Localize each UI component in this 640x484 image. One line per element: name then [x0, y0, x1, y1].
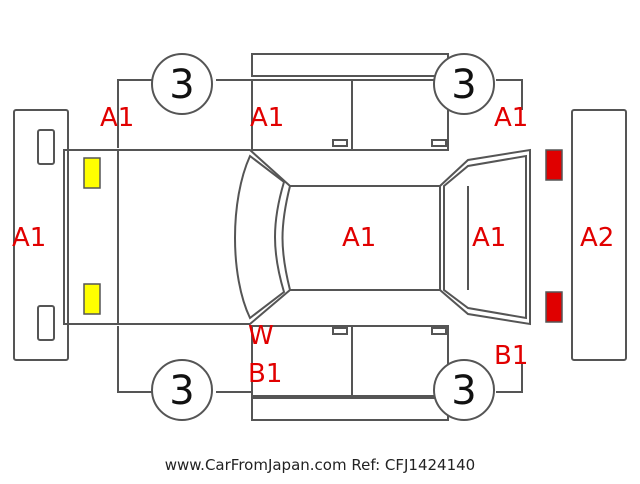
svg-text:3: 3 — [169, 62, 194, 108]
right-headlamp — [83, 283, 101, 315]
top-view-body — [63, 148, 531, 326]
right-side-body — [117, 325, 523, 421]
svg-text:3: 3 — [451, 62, 476, 108]
label-left-front-fender: A1 — [100, 103, 134, 133]
label-roof: A1 — [342, 223, 376, 253]
label-right-rear-pillar: B1 — [494, 341, 528, 371]
label-rear-glass: A1 — [472, 223, 506, 253]
footer-ref: www.CarFromJapan.com Ref: CFJ1424140 — [164, 456, 476, 474]
label-windshield: W — [248, 321, 274, 351]
tire-front-left: 3 — [151, 53, 213, 115]
tire-rear-left: 3 — [433, 53, 495, 115]
right-taillamp — [545, 291, 563, 323]
left-side-body — [117, 53, 523, 151]
tire-front-right: 3 — [151, 359, 213, 421]
label-front-bumper: A1 — [12, 223, 46, 253]
svg-text:3: 3 — [451, 368, 476, 414]
front-bumper — [13, 109, 69, 361]
label-left-front-door: A1 — [250, 103, 284, 133]
left-taillamp — [545, 149, 563, 181]
label-right-front-pillar: B1 — [248, 359, 282, 389]
label-rear-bumper: A2 — [580, 223, 614, 253]
left-headlamp — [83, 157, 101, 189]
label-right-rear-quarter: A1 — [494, 103, 528, 133]
svg-text:3: 3 — [169, 368, 194, 414]
tire-rear-right: 3 — [433, 359, 495, 421]
rear-bumper — [571, 109, 627, 361]
